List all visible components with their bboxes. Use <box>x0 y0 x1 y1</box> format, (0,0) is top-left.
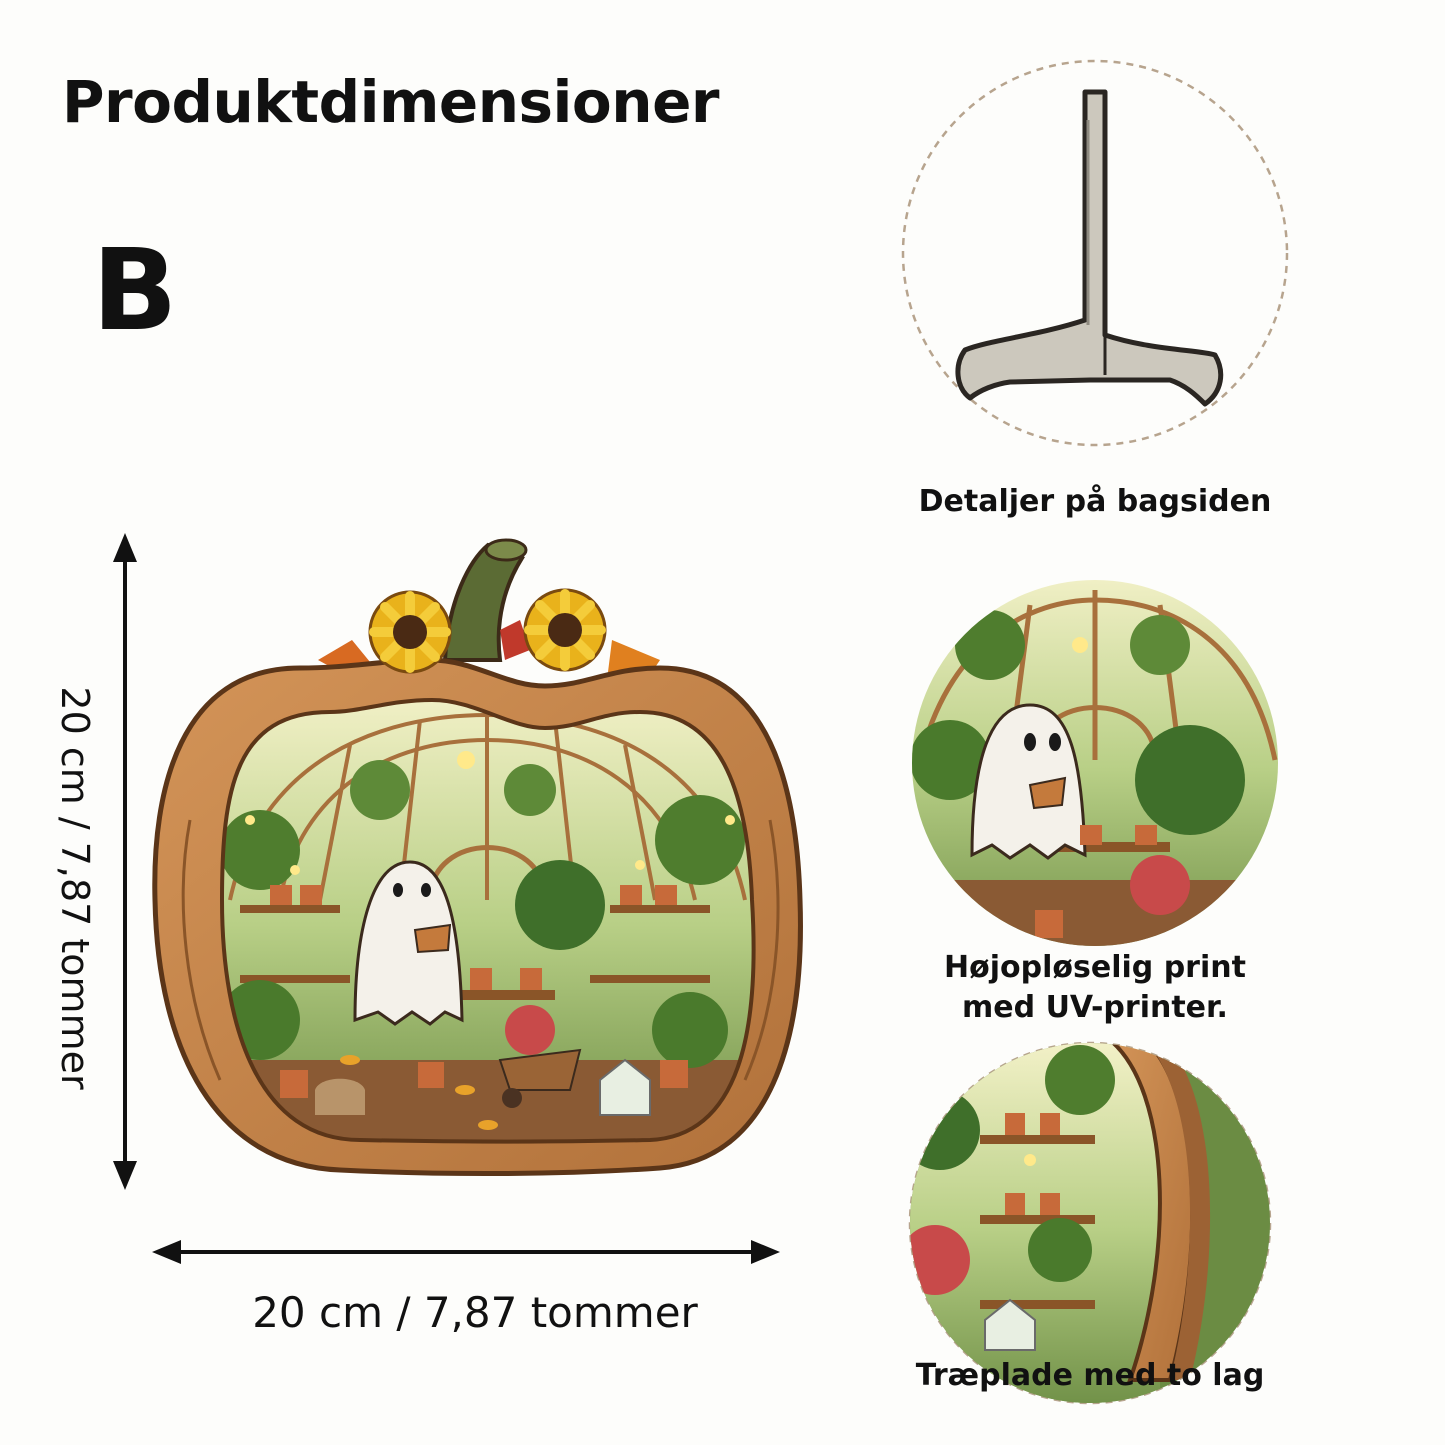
caption-back-details: Detaljer på bagsiden <box>918 484 1272 519</box>
layer-edge-closeup-image <box>908 1041 1272 1405</box>
width-dimension-label: 20 cm / 7,87 tommer <box>252 1288 698 1337</box>
pumpkin-product-image <box>152 538 803 1177</box>
caption-two-layer-board: Træplade med to lag <box>915 1358 1265 1393</box>
caption-uv-print: Højopløselig print med UV-printer. <box>895 948 1295 1028</box>
caption-uv-print-line: Højopløselig print med UV-printer. <box>944 950 1246 1025</box>
wooden-stand-image <box>901 59 1289 447</box>
page-title: Produktdimensioner <box>62 68 720 136</box>
print-closeup-image <box>912 580 1278 946</box>
height-dimension-label: 20 cm / 7,87 tommer <box>53 686 97 1090</box>
height-arrow <box>113 533 137 1190</box>
variant-letter: B <box>92 226 178 356</box>
width-arrow <box>152 1240 780 1264</box>
